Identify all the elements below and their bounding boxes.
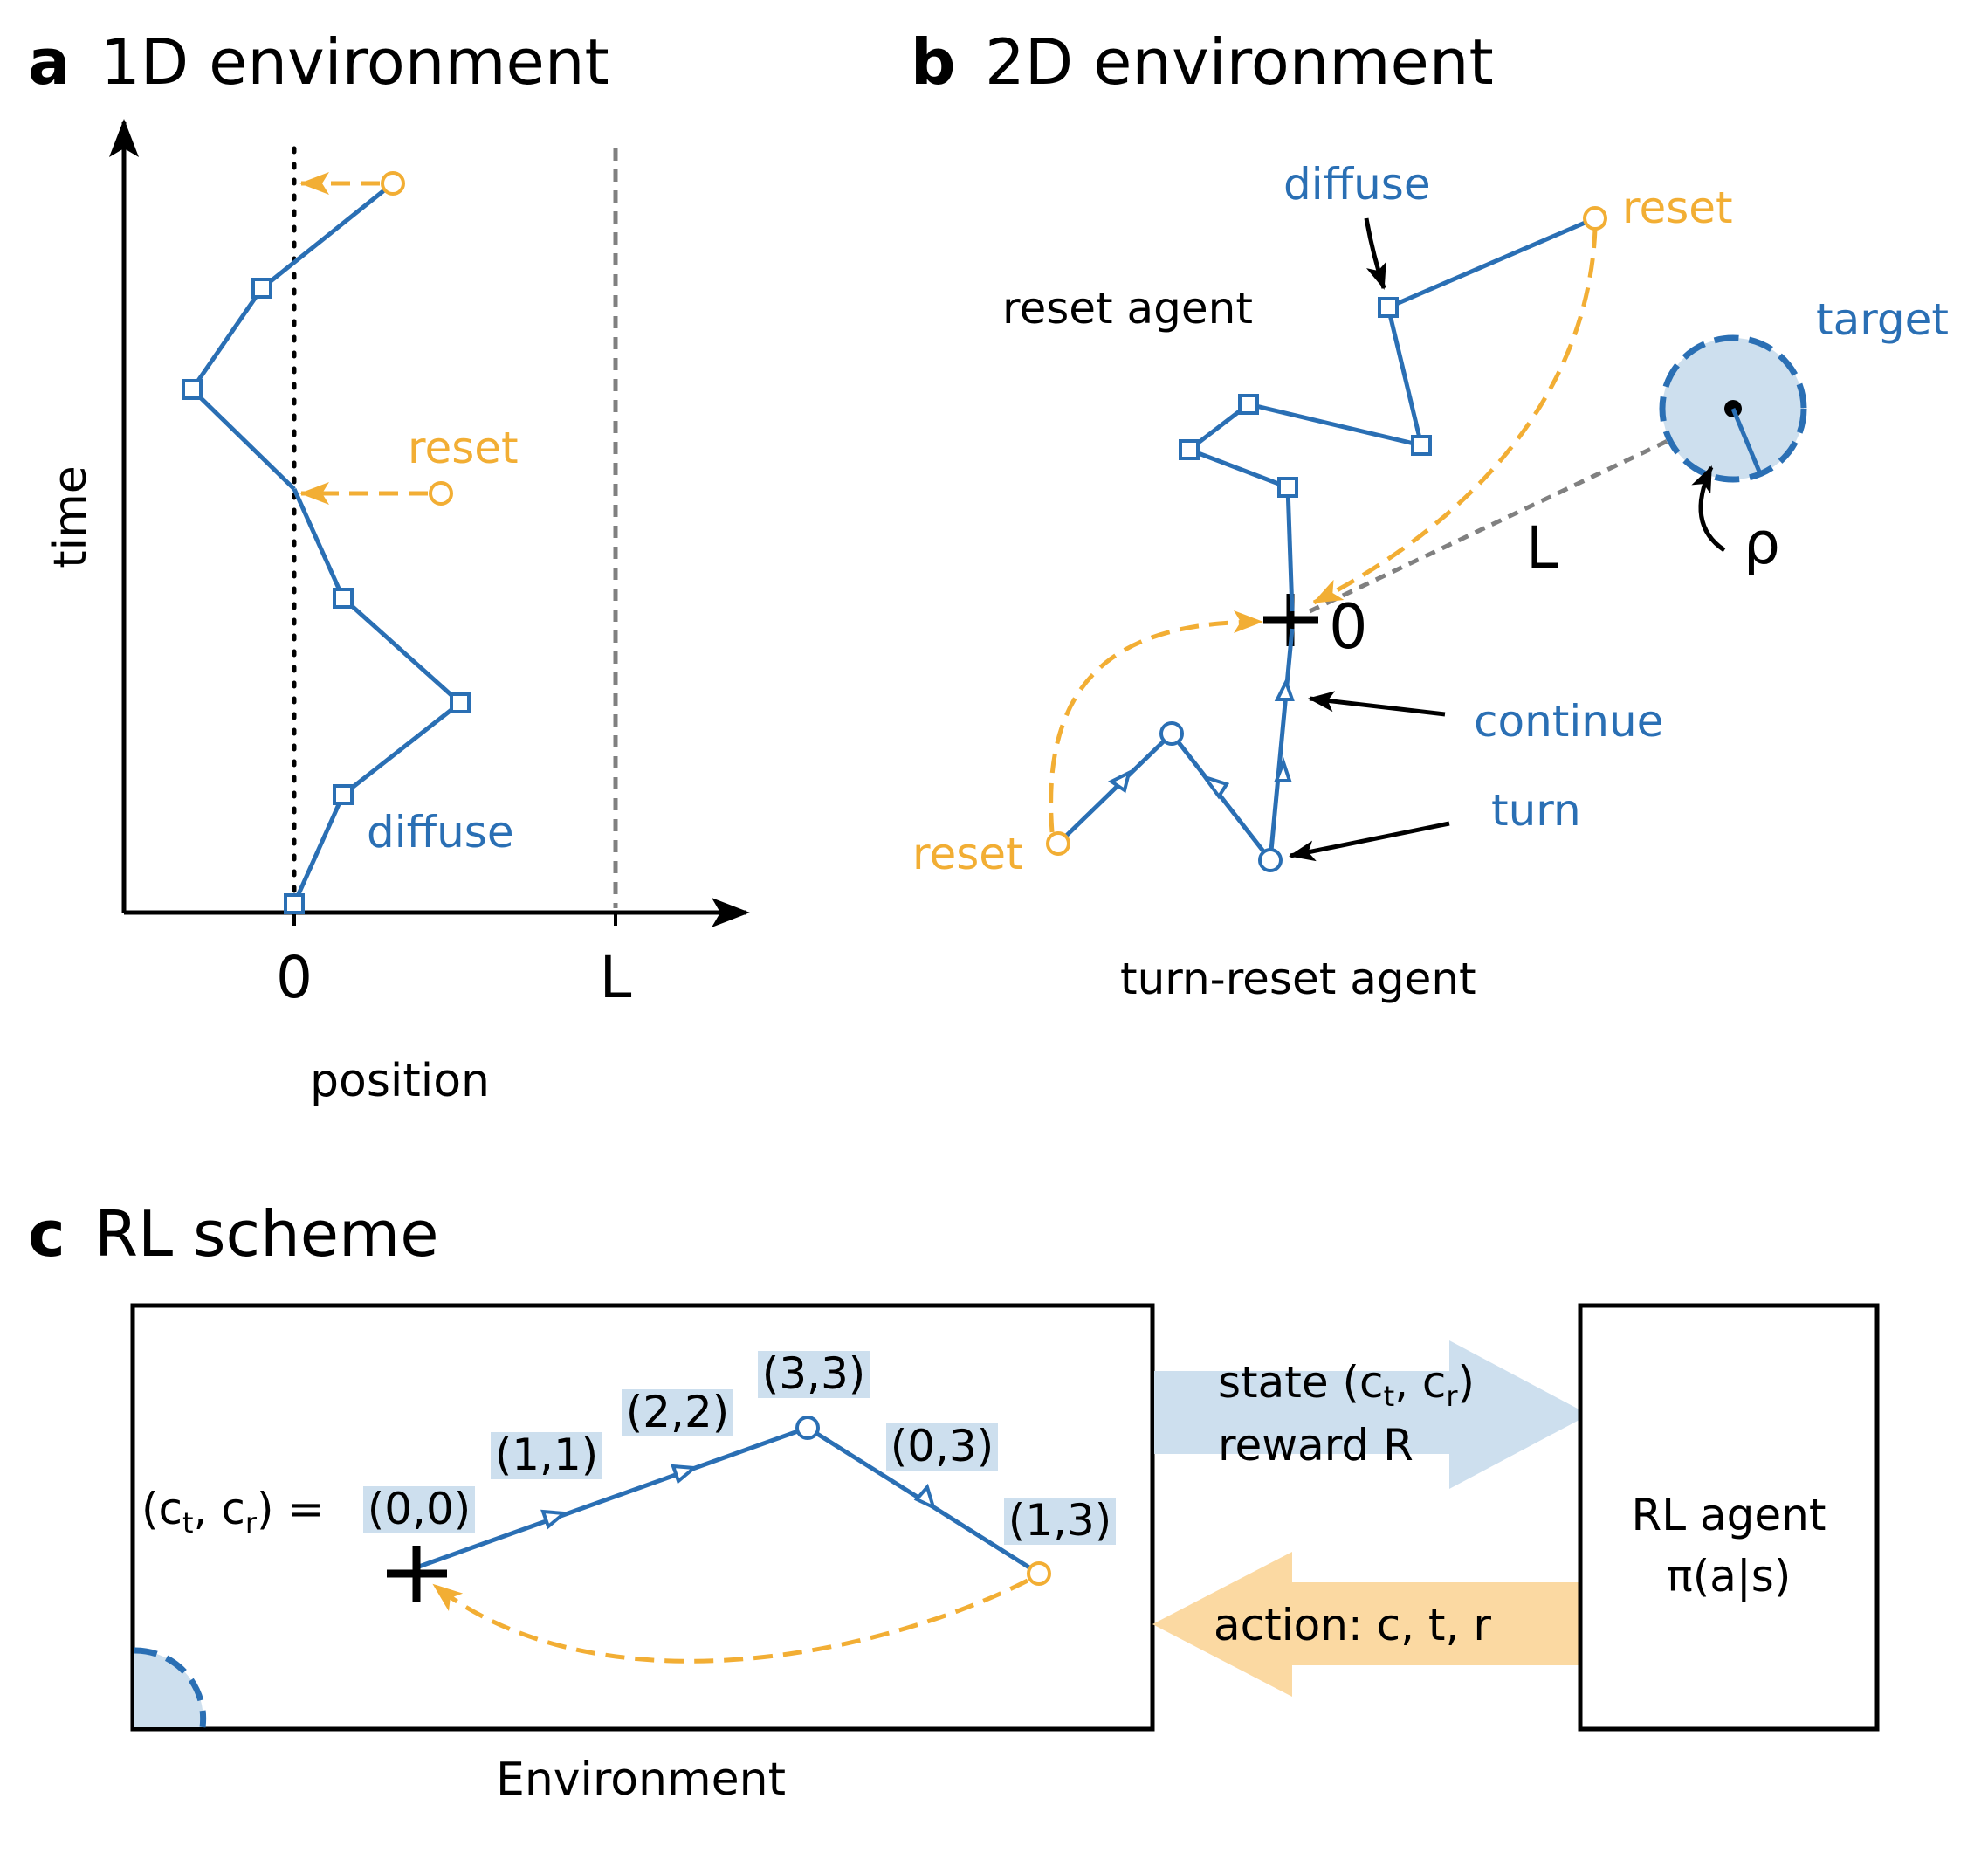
diffuse-pointer xyxy=(1364,217,1386,290)
target-label: target xyxy=(1816,294,1949,345)
rho-arrow xyxy=(1691,465,1726,553)
reset-agent-label: reset agent xyxy=(1002,283,1253,334)
target-quarter xyxy=(134,1650,203,1727)
coord-bg xyxy=(363,1486,475,1533)
continue-marker xyxy=(1108,769,1132,794)
coord-label: (0,0) xyxy=(368,1484,471,1534)
reset-label-top: reset xyxy=(1622,183,1733,233)
turn-marker xyxy=(1258,848,1283,872)
panel-c: c RL scheme (ct, cr) = (0,0) (1,1) (2,2)… xyxy=(28,1197,1880,1806)
x-axis-label: position xyxy=(310,1055,490,1107)
turn-marker xyxy=(795,1416,820,1440)
panel-a-letter: a xyxy=(28,25,71,99)
continue-pointer xyxy=(1308,691,1446,717)
distance-line xyxy=(1308,438,1669,614)
coord-label: (0,3) xyxy=(891,1421,994,1471)
reset-marker xyxy=(381,171,405,196)
turn-reset-trajectory xyxy=(1056,628,1295,866)
coord-label: (2,2) xyxy=(626,1387,730,1437)
reset-marker xyxy=(429,481,453,506)
diffuse-label: diffuse xyxy=(367,807,514,858)
rl-agent-title: RL agent xyxy=(1632,1490,1826,1540)
diffuse-marker xyxy=(1238,394,1259,415)
diffuse-marker xyxy=(450,692,471,713)
reset-marker xyxy=(1583,206,1607,231)
state-arrow xyxy=(1154,1340,1589,1489)
tick-L-label: L xyxy=(600,944,632,1011)
origin-label: 0 xyxy=(1329,591,1368,663)
reset-arrow-bottom xyxy=(1049,610,1263,833)
reward-line: reward R xyxy=(1218,1420,1414,1471)
continue-marker xyxy=(540,1509,569,1530)
state-line: state (ct, cr) xyxy=(1218,1357,1475,1413)
coord-bg xyxy=(622,1389,733,1436)
diffuse-marker xyxy=(1411,435,1432,456)
panel-b-letter: b xyxy=(911,25,956,99)
rl-agent-policy: π(a|s) xyxy=(1667,1551,1792,1602)
panel-a: a 1D environment reset diffuse 0 L posit… xyxy=(28,25,750,1107)
reset-marker xyxy=(1027,1561,1051,1586)
coord-bg xyxy=(1004,1498,1116,1545)
action-arrow xyxy=(1152,1552,1580,1697)
coord-label: (1,3) xyxy=(1008,1495,1112,1546)
continue-marker xyxy=(1274,757,1292,782)
rl-agent-box xyxy=(1578,1303,1880,1732)
continue-marker xyxy=(1274,677,1295,701)
diffuse-marker xyxy=(1378,297,1399,318)
target-radius xyxy=(1730,408,1762,472)
panel-c-letter: c xyxy=(28,1197,65,1271)
tick-zero-label: 0 xyxy=(276,944,313,1011)
coord-bg xyxy=(758,1351,870,1398)
diffuse-label: diffuse xyxy=(1283,159,1431,210)
trajectory-1d-upper xyxy=(189,182,395,491)
environment-label: Environment xyxy=(496,1753,786,1806)
panel-b: b 2D environment target ρ L 0 diffuse re… xyxy=(911,25,1949,1004)
diffuse-marker xyxy=(1277,477,1298,498)
reset-arrow-top xyxy=(1312,228,1598,605)
continue-marker xyxy=(671,1464,699,1485)
panel-a-title: 1D environment xyxy=(100,25,609,99)
reset-marker xyxy=(1046,831,1070,856)
rho-label: ρ xyxy=(1744,510,1780,577)
reset-label: reset xyxy=(408,423,519,473)
reset-label-bottom: reset xyxy=(912,829,1023,879)
panel-c-title: RL scheme xyxy=(94,1197,439,1271)
turn-reset-agent-label: turn-reset agent xyxy=(1120,954,1476,1004)
continue-marker xyxy=(913,1483,937,1511)
diffuse-marker xyxy=(182,379,203,400)
panel-b-title: 2D environment xyxy=(985,25,1494,99)
diffuse-marker xyxy=(251,278,272,299)
diffuse-marker xyxy=(333,588,354,609)
diffuse-marker xyxy=(1179,439,1200,460)
y-axis-label: time xyxy=(45,465,97,568)
state-equation: (ct, cr) = xyxy=(141,1484,324,1540)
turn-pointer xyxy=(1289,821,1450,862)
turn-label: turn xyxy=(1491,785,1581,836)
continue-marker xyxy=(1200,774,1230,800)
diffuse-marker xyxy=(284,893,305,914)
turn-marker xyxy=(1159,721,1184,746)
rl-reset-arrow xyxy=(432,1578,1029,1664)
diffuse-marker xyxy=(333,784,354,805)
continue-label: continue xyxy=(1474,696,1663,747)
coord-label: (3,3) xyxy=(762,1348,866,1399)
coord-bg xyxy=(886,1423,998,1471)
L-label: L xyxy=(1526,514,1558,582)
action-label: action: c, t, r xyxy=(1214,1600,1491,1650)
coord-bg xyxy=(491,1432,602,1479)
coord-label: (1,1) xyxy=(495,1430,599,1480)
target-quarter-edge xyxy=(134,1647,207,1728)
